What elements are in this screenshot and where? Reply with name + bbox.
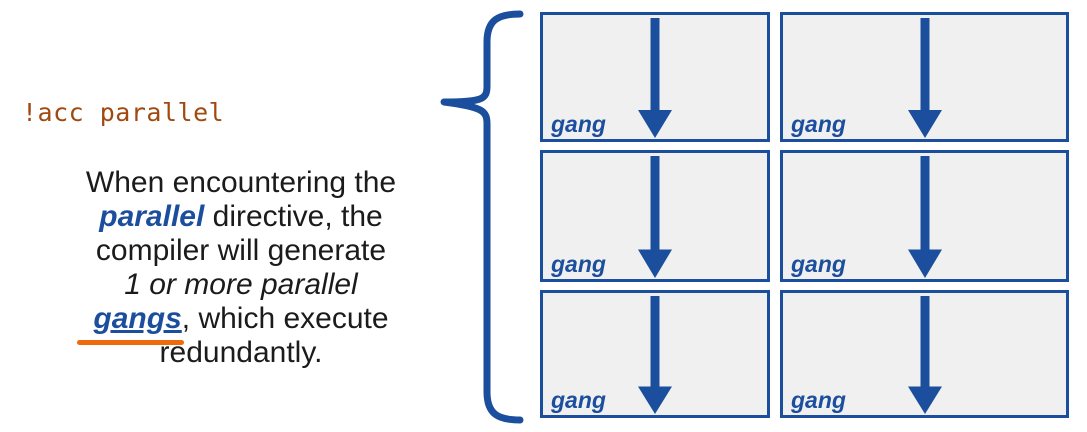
gang-box: gang [780,12,1069,142]
text-segment-keyword: parallel [99,200,205,233]
down-arrow-icon [907,156,943,278]
text-segment-gangs-link: gangs [77,302,185,345]
gang-label: gang [551,251,606,277]
gang-box: gang [540,12,770,142]
down-arrow-icon [907,296,943,414]
gang-label: gang [791,251,846,277]
paragraph-line: When encountering the [31,166,451,200]
gang-box: gang [780,290,1069,418]
paragraph-line: 1 or more parallel [31,268,451,302]
text-segment-plain: directive, the [204,200,383,233]
paragraph-line: gangs, which execute [31,302,451,345]
paragraph-line: parallel directive, the [31,200,451,234]
down-arrow-icon [637,18,673,138]
paragraph-line: compiler will generate [31,234,451,268]
code-directive: !acc parallel [22,98,225,127]
gang-box: gang [540,290,770,418]
text-segment-plain: redundantly. [159,336,323,369]
gang-label: gang [791,387,846,413]
down-arrow-icon [637,296,673,414]
text-segment-plain: , which execute [181,302,389,335]
down-arrow-icon [907,18,943,138]
gang-label: gang [791,111,846,137]
gang-box: gang [780,150,1069,282]
down-arrow-icon [637,156,673,278]
text-segment-plain: compiler will generate [95,234,387,267]
gang-label: gang [551,387,606,413]
paragraph-line: redundantly. [31,336,451,370]
text-segment-italic: 1 or more parallel [124,268,358,301]
gang-box: gang [540,150,770,282]
gang-label: gang [551,111,606,137]
text-segment-plain: When encountering the [85,166,397,199]
